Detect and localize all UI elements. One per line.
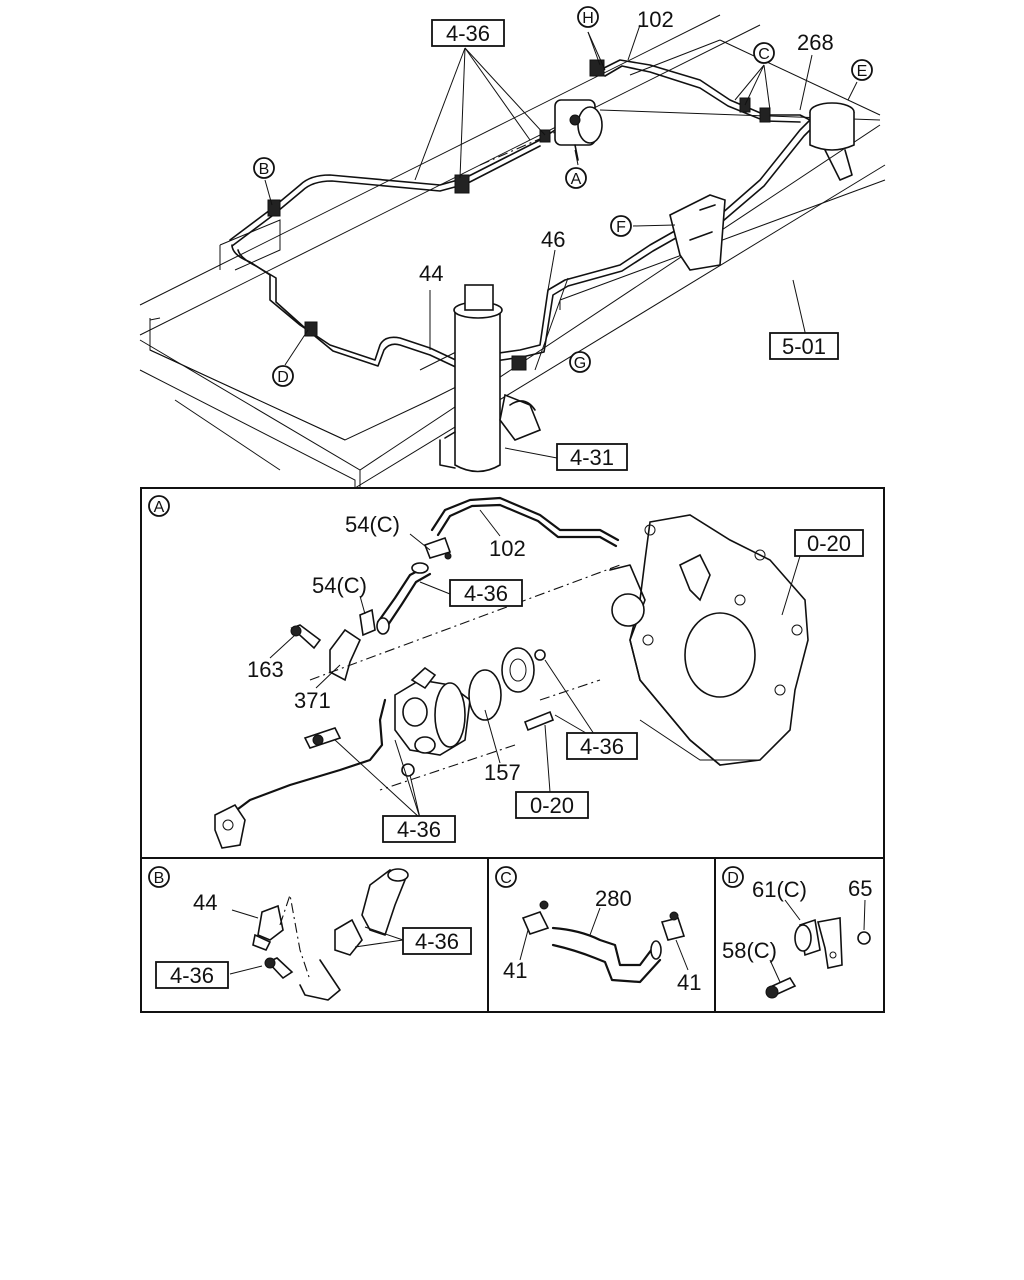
svg-text:B: B [259,161,270,178]
clamp-41-right [660,917,686,941]
ref-5-01: 5-01 [782,334,826,359]
svg-text:H: H [582,10,594,27]
svg-text:G: G [574,355,586,372]
svg-text:A: A [154,499,165,516]
callout-a: A [565,167,587,189]
label-65: 65 [848,876,872,901]
ref-4-36-detail-b-left: 4-36 [170,963,214,988]
label-102-detail: 102 [489,536,526,561]
callout-g: G [569,351,591,373]
label-58c: 58(C) [722,938,777,963]
ref-4-36-detail-a-upper: 4-36 [464,581,508,606]
ref-4-31: 4-31 [570,445,614,470]
filter-canister [439,284,542,473]
callout-d: D [272,365,294,387]
detail-a-marker: A [148,495,170,517]
o-ring-157 [468,669,502,721]
label-163: 163 [247,657,284,682]
label-44-detail-b: 44 [193,890,217,915]
svg-text:A: A [571,171,582,188]
svg-text:E: E [857,63,868,80]
svg-text:D: D [277,369,289,386]
drive-gear [501,647,555,732]
part-44-main: 44 [419,261,443,286]
detail-d-marker: D [722,866,744,888]
label-61c: 61(C) [752,877,807,902]
steering-pump [554,99,603,161]
ref-4-36-main: 4-36 [446,21,490,46]
hose-clamp-top [423,536,452,559]
callout-c: C [753,42,775,64]
hose-280 [551,926,657,967]
detail-a-leaders [269,509,801,819]
svg-text:F: F [616,219,626,236]
ref-4-36-detail-b-right: 4-36 [415,929,459,954]
bracket-d [817,917,843,969]
flywheel-housing [609,514,809,766]
pipe-end-bracket [214,803,246,849]
ref-4-36-detail-a-bottom: 4-36 [397,817,441,842]
label-41-right: 41 [677,970,701,995]
part-102-main: 102 [637,7,674,32]
part-46: 46 [541,227,565,252]
svg-text:D: D [727,870,739,887]
label-41-left: 41 [503,958,527,983]
callout-e: E [851,59,873,81]
ref-4-36-detail-a-right: 4-36 [580,734,624,759]
valve-bracket-f [669,194,726,271]
label-280: 280 [595,886,632,911]
svg-text:B: B [154,870,165,887]
fitting-44 [257,904,284,941]
label-54c-top: 54(C) [345,512,400,537]
label-157: 157 [484,760,521,785]
hose-102 [430,496,620,542]
label-371: 371 [294,688,331,713]
callout-b: B [253,157,275,179]
detail-b-panel: B 44 4-36 4-36 [140,857,489,1013]
steering-pump-detail [303,666,502,777]
callout-f: F [610,215,632,237]
main-assembly: 4-36 5-01 4-31 102 268 46 44 H C E [139,6,886,489]
detail-c-marker: C [495,866,517,888]
clamp-41-left [521,911,550,935]
detail-c-panel: C 280 41 41 [487,857,716,1013]
main-labels: 4-36 5-01 4-31 102 268 46 44 H C E [253,6,873,471]
detail-d-panel: D 61(C) 65 58(C) [714,857,885,1013]
part-268: 268 [797,30,834,55]
stud-bolt [523,710,555,732]
reservoir-tank [809,102,855,181]
callout-h: H [577,6,599,28]
hose-clamp-mid [359,608,376,637]
label-54c-mid: 54(C) [312,573,367,598]
detail-a-panel: A [140,487,885,859]
svg-text:C: C [500,870,512,887]
nut-lower [401,763,415,777]
detail-b-marker: B [148,866,170,888]
nut-65 [857,931,871,945]
fitting-lower [334,918,363,956]
pipe-lines [229,59,816,371]
svg-text:C: C [758,46,770,63]
ref-0-20-lower: 0-20 [530,793,574,818]
ref-0-20-right: 0-20 [807,531,851,556]
elbow-fitting [329,628,362,682]
